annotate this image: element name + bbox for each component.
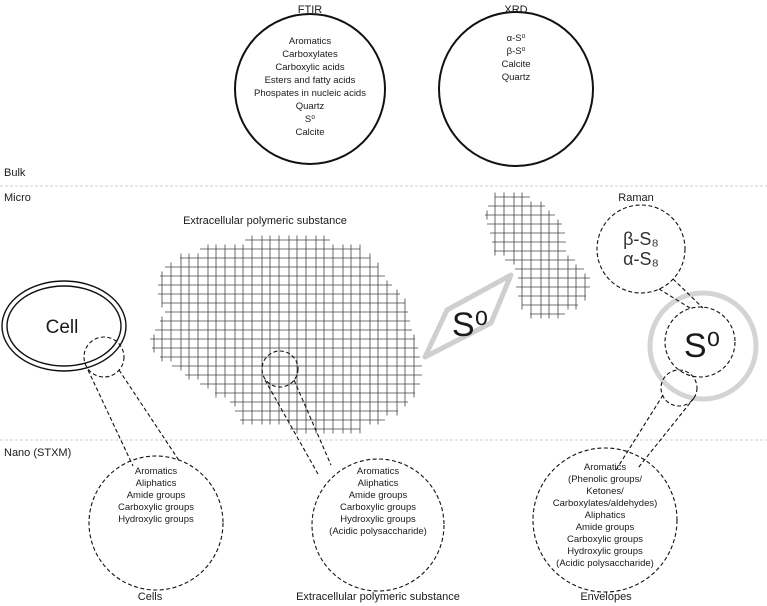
- envelopes-nano-item: Carboxylates/aldehydes): [553, 498, 658, 509]
- cells-nano-circle: [88, 455, 224, 591]
- sulfur-crystal-label: S⁰: [452, 306, 488, 344]
- raman-beta-label: β-S₈: [623, 229, 659, 249]
- envelopes-nano-item: Aliphatics: [585, 510, 626, 521]
- sulfur-globule-mesh: [485, 192, 590, 319]
- ftir-item-list: Aromatics Carboxylates Carboxylic acids …: [254, 36, 366, 138]
- bulk-label: Bulk: [4, 167, 26, 179]
- ftir-item: Carboxylic acids: [275, 62, 344, 73]
- ftir-circle: [234, 13, 386, 165]
- cell-zoom-line: [87, 369, 134, 467]
- eps-nano-item: Hydroxylic groups: [340, 514, 416, 525]
- xrd-item: α-S⁰: [507, 33, 526, 44]
- eps-nano-item: Aliphatics: [358, 478, 399, 489]
- eps-zoom-line: [264, 379, 319, 475]
- eps-mesh: [150, 235, 422, 434]
- cells-nano-item: Amide groups: [127, 490, 186, 501]
- eps-nano-item: Amide groups: [349, 490, 408, 501]
- cell-zoom-circle: [83, 336, 125, 378]
- eps-nano-circle: [311, 458, 445, 592]
- cells-nano-item: Hydroxylic groups: [118, 514, 194, 525]
- envelopes-nano-item: Carboxylic groups: [567, 534, 643, 545]
- ftir-item: Carboxylates: [282, 49, 338, 60]
- eps-zoom-circle: [261, 350, 299, 388]
- envelopes-nano-item: Ketones/: [586, 486, 624, 497]
- envelopes-nano-circle: [532, 447, 678, 593]
- sulfur-crystal: [422, 272, 514, 360]
- envelope-ring: [647, 290, 759, 402]
- eps-nano-list: Aromatics Aliphatics Amide groups Carbox…: [329, 466, 427, 537]
- cell-outer-membrane: [1, 280, 127, 372]
- eps-caption: Extracellular polymeric substance: [296, 591, 460, 603]
- micro-label: Micro: [4, 192, 31, 204]
- envelopes-nano-item: Aromatics: [584, 462, 626, 473]
- envelopes-nano-item: Hydroxylic groups: [567, 546, 643, 557]
- nano-label: Nano (STXM): [4, 447, 71, 459]
- eps-nano-item: Carboxylic groups: [340, 502, 416, 513]
- xrd-circle: [438, 11, 594, 167]
- ftir-item: Phospates in nucleic acids: [254, 88, 366, 99]
- ftir-item: Aromatics: [289, 36, 331, 47]
- envelopes-nano-list: Aromatics (Phenolic groups/ Ketones/ Car…: [553, 462, 658, 569]
- eps-nano-item: Aromatics: [357, 466, 399, 477]
- xrd-item-list: α-S⁰ β-S⁰ Calcite Quartz: [501, 33, 530, 83]
- xrd-item: Quartz: [502, 72, 531, 83]
- eps-zoom-line: [293, 379, 332, 466]
- raman-title: Raman: [618, 192, 653, 204]
- envelope-sulfur-label: S⁰: [684, 327, 720, 365]
- envelopes-nano-item: (Acidic polysaccharide): [556, 558, 654, 569]
- cell-zoom-line: [118, 369, 181, 463]
- envelope-zoom-line: [637, 397, 695, 469]
- ftir-title: FTIR: [298, 4, 322, 16]
- eps-nano-item: (Acidic polysaccharide): [329, 526, 427, 537]
- raman-circle: [596, 204, 686, 294]
- cell-label: Cell: [46, 317, 79, 338]
- raman-connector-line: [672, 278, 704, 309]
- cell-inner-membrane: [6, 285, 122, 367]
- envelopes-caption: Envelopes: [580, 591, 632, 603]
- raman-alpha-label: α-S₈: [623, 249, 659, 269]
- cells-nano-item: Aliphatics: [136, 478, 177, 489]
- cells-nano-item: Carboxylic groups: [118, 502, 194, 513]
- cells-nano-item: Aromatics: [135, 466, 177, 477]
- ftir-item: Quartz: [296, 101, 325, 112]
- ftir-item: Calcite: [295, 127, 324, 138]
- xrd-item: Calcite: [501, 59, 530, 70]
- eps-title: Extracellular polymeric substance: [183, 215, 347, 227]
- xrd-title: XRD: [504, 4, 527, 16]
- envelopes-nano-item: (Phenolic groups/: [568, 474, 642, 485]
- cells-nano-list: Aromatics Aliphatics Amide groups Carbox…: [118, 466, 194, 525]
- ftir-item: Esters and fatty acids: [265, 75, 356, 86]
- xrd-item: β-S⁰: [507, 46, 526, 57]
- envelopes-nano-item: Amide groups: [576, 522, 635, 533]
- ftir-item: S⁰: [305, 114, 315, 125]
- cells-caption: Cells: [138, 591, 163, 603]
- envelope-zoom-line: [615, 394, 664, 471]
- envelope-sulfur-circle: [664, 306, 736, 378]
- envelope-zoom-circle: [660, 369, 698, 407]
